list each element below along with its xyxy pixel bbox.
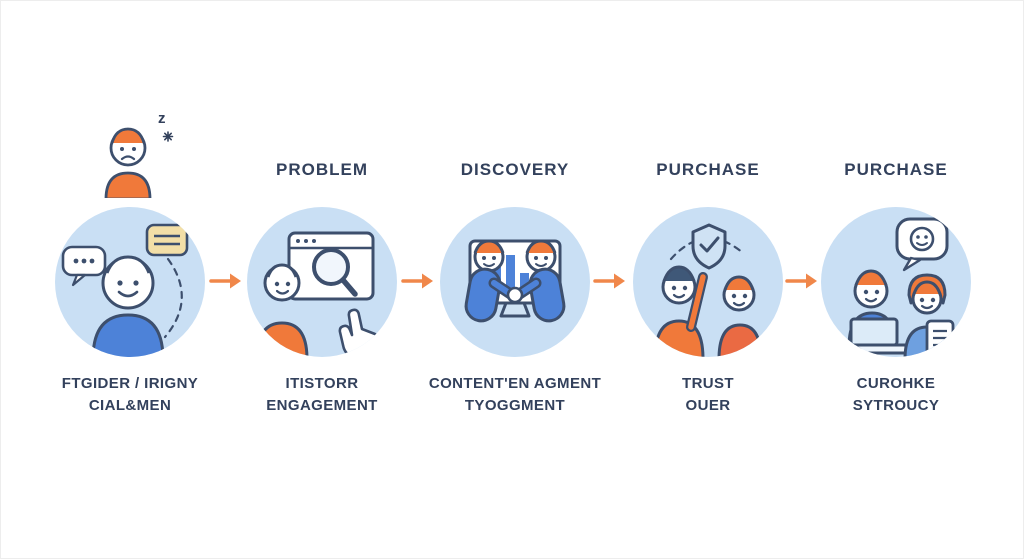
left-person-figure — [464, 239, 518, 323]
stage-3-header: DISCOVERY — [460, 160, 570, 179]
dashed-arc — [163, 257, 183, 339]
right-person-figure — [717, 275, 763, 357]
right-person-figure — [512, 239, 566, 323]
stage-3-label: CONTENT'EN AGMENT TYOGGMENT — [428, 375, 602, 414]
stage-4-header: PURCHASE — [656, 160, 760, 179]
stage-5-circle — [821, 207, 971, 357]
trust-shield-illustration — [653, 223, 763, 357]
search-browser-illustration — [255, 231, 381, 357]
sleep-z-annotation: z — [158, 110, 166, 127]
arrow-icon — [209, 273, 241, 289]
hand-cursor-icon — [338, 308, 381, 357]
shield-check-icon — [691, 223, 727, 270]
arrow-icon — [593, 273, 625, 289]
stage-2-header: PROBLEM — [276, 160, 368, 179]
frustrated-person-icon — [104, 127, 174, 198]
stage-4-circle — [633, 207, 783, 357]
stage-2-label: ITISTORR ENGAGEMENT — [266, 375, 378, 414]
handshake-chart-illustration — [464, 239, 566, 323]
chat-person-illustration — [61, 223, 189, 357]
stage-1-circle — [55, 207, 205, 357]
arrow-icon — [785, 273, 817, 289]
stage-1-label: FTGIDER / IRIGNY CIAL&MEN — [61, 375, 199, 414]
laptop-icon — [835, 317, 913, 355]
arrow-icon — [401, 273, 433, 289]
person-figure — [91, 255, 165, 357]
stage-3-circle — [440, 207, 590, 357]
person-figure — [255, 263, 309, 357]
right-person-figure — [903, 273, 955, 357]
stage-5-header: PURCHASE — [844, 160, 948, 179]
stage-4-label: TRUST OUER — [682, 375, 734, 414]
handshake-hands — [506, 286, 524, 304]
smiley-speech-bubble-icon — [895, 217, 949, 272]
note-bubble-icon — [145, 223, 189, 257]
magnifier-icon — [312, 248, 358, 297]
stage-5-label: CUROHKE SYTROUCY — [852, 375, 940, 414]
support-laptop-illustration — [835, 217, 955, 357]
left-person-figure — [653, 265, 708, 357]
stage-2-circle — [247, 207, 397, 357]
speech-bubble-icon — [61, 245, 107, 287]
